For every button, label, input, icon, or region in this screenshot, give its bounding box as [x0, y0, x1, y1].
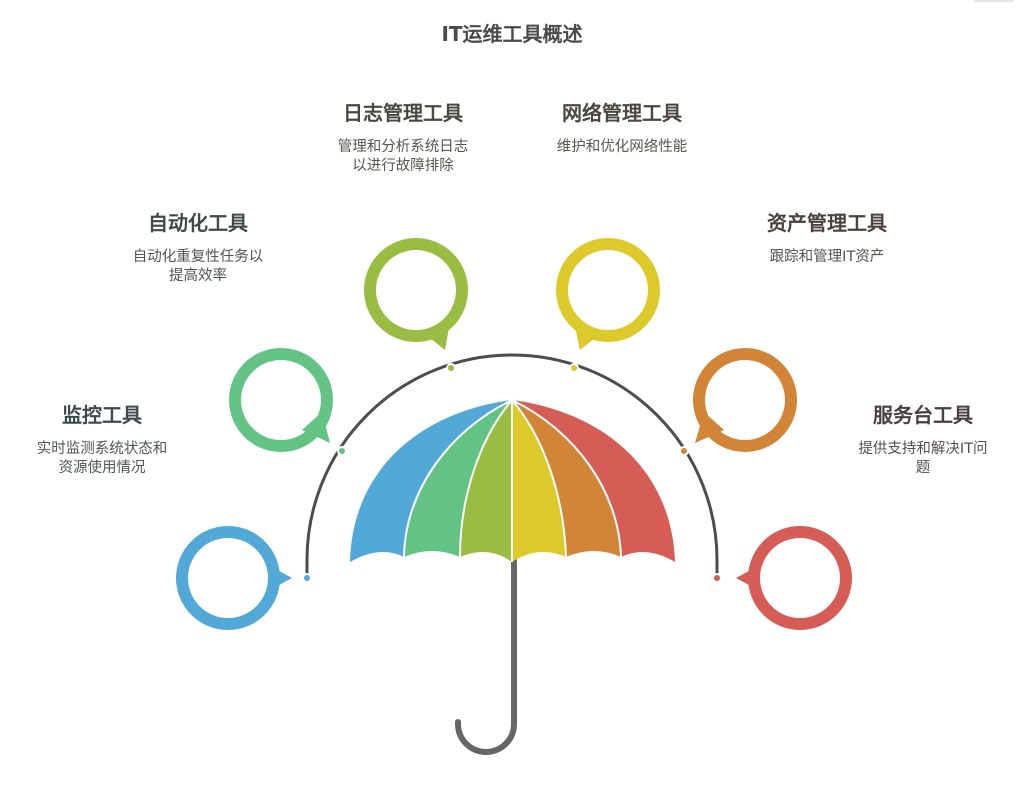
- tool-desc-line: 提高效率: [169, 268, 227, 284]
- tool-desc-line: 维护和优化网络性能: [556, 139, 688, 155]
- tool-title: 网络管理工具: [562, 101, 682, 125]
- outer-arc: [305, 353, 719, 561]
- diagram-title: IT运维工具概述: [441, 22, 583, 46]
- arc-dot-log: [446, 363, 456, 373]
- label-monitoring: 监控工具 实时监测系统状态和 资源使用情况: [2, 402, 202, 478]
- tool-title: 自动化工具: [148, 211, 248, 235]
- tool-title: 服务台工具: [873, 403, 973, 427]
- tool-desc-line: 题: [915, 460, 931, 476]
- label-service-desk: 服务台工具 提供支持和解决IT问 题: [823, 402, 1023, 478]
- tool-desc-line: 以进行故障排除: [352, 158, 454, 174]
- tool-desc-line: 自动化重复性任务以: [132, 249, 264, 265]
- arc-dot-automation: [337, 446, 347, 456]
- top-scroll-indicator: [974, 0, 1014, 2]
- tool-desc-line: 实时监测系统状态和: [36, 441, 168, 457]
- umbrella-handle: [455, 557, 517, 755]
- tool-title: 日志管理工具: [343, 101, 463, 125]
- arc-dot-network: [569, 363, 579, 373]
- tool-title: 资产管理工具: [767, 211, 887, 235]
- tool-desc-line: 管理和分析系统日志: [337, 139, 469, 155]
- label-asset-management: 资产管理工具 跟踪和管理IT资产: [727, 210, 927, 267]
- tool-desc-line: 资源使用情况: [58, 460, 146, 476]
- umbrella-canopy: [350, 399, 675, 562]
- tool-desc-line: 提供支持和解决IT问: [858, 441, 988, 457]
- label-log-management: 日志管理工具 管理和分析系统日志 以进行故障排除: [303, 100, 503, 176]
- bubble-service-desk: [736, 526, 852, 630]
- arc-dot-asset: [679, 446, 689, 456]
- bubble-automation: [229, 348, 333, 452]
- bubble-log-management: [364, 238, 468, 350]
- label-network-management: 网络管理工具 维护和优化网络性能: [522, 100, 722, 157]
- tool-title: 监控工具: [62, 403, 142, 427]
- bubble-network-management: [556, 238, 660, 350]
- bubble-asset-management: [693, 348, 797, 452]
- label-automation: 自动化工具 自动化重复性任务以 提高效率: [98, 210, 298, 286]
- arc-dot-service: [712, 573, 722, 583]
- bubble-monitoring: [176, 526, 292, 630]
- arc-dot-monitoring: [302, 573, 312, 583]
- tool-desc-line: 跟踪和管理IT资产: [769, 249, 885, 265]
